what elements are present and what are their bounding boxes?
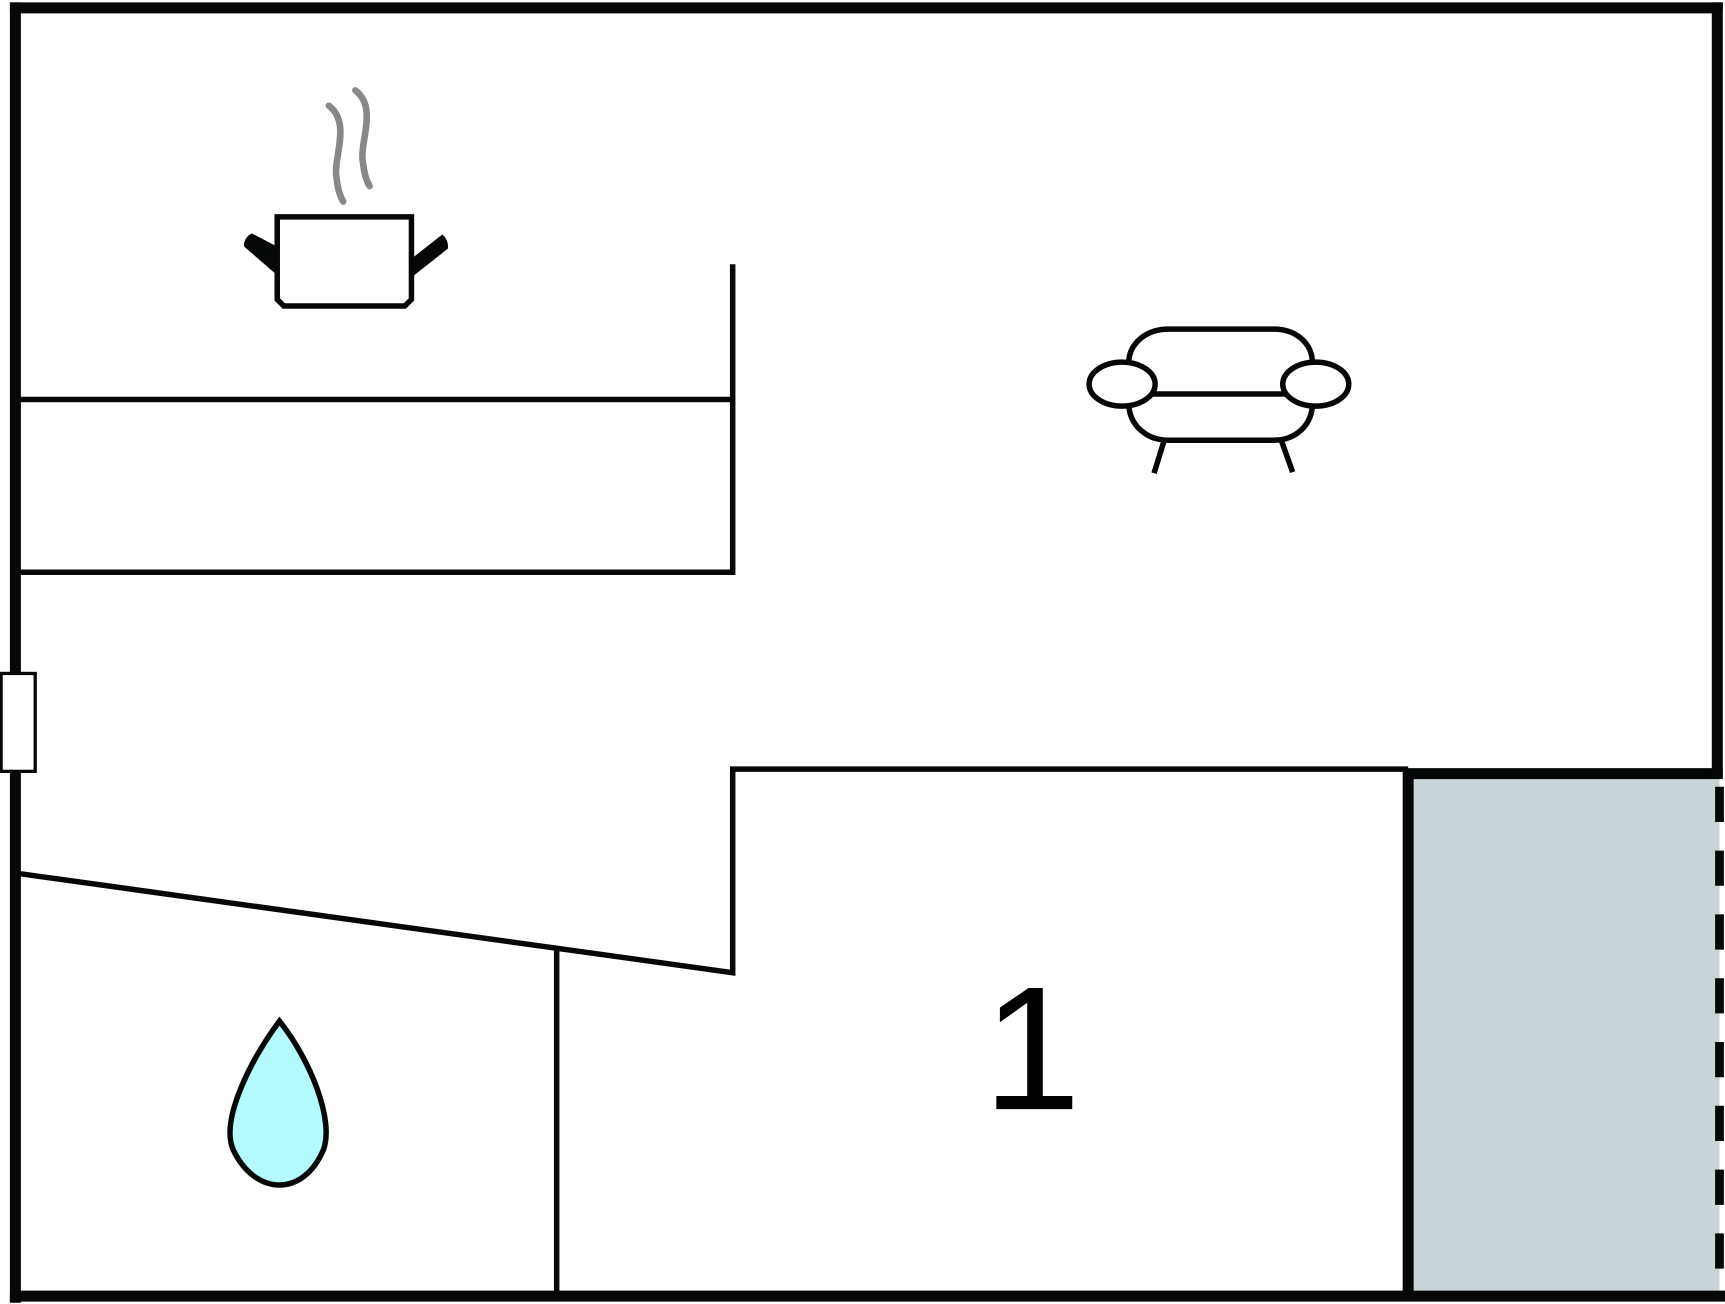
entrance-door[interactable] xyxy=(0,671,37,774)
interior-walls xyxy=(19,264,1409,1297)
room-number-label: 1 xyxy=(983,951,1081,1147)
sofa-icon xyxy=(1086,326,1352,475)
water-drop-icon xyxy=(227,1016,329,1188)
outer-walls xyxy=(9,2,1725,1303)
terrace-area xyxy=(1412,777,1720,1291)
cooking-pot-icon xyxy=(244,87,449,309)
